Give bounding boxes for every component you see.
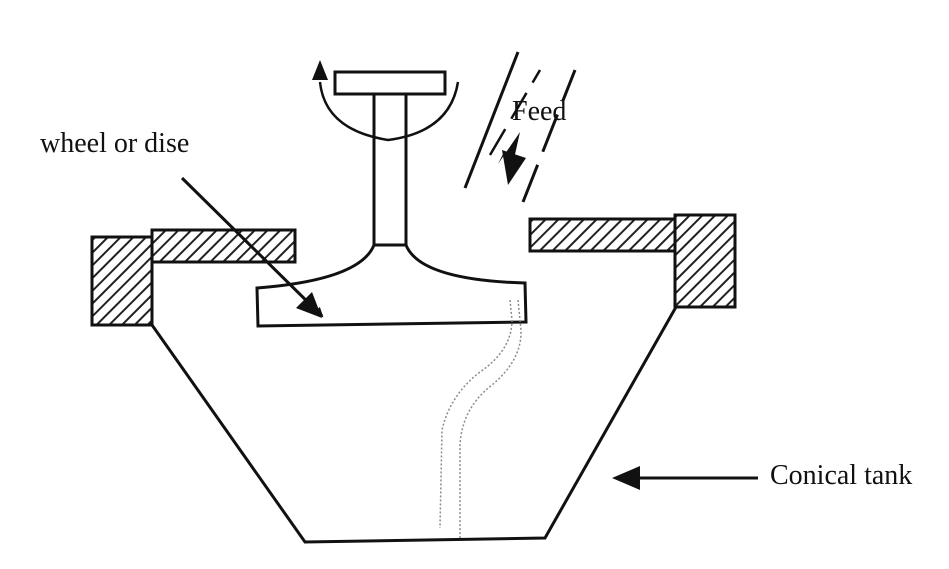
rotation-arrow — [312, 60, 460, 142]
feed-stream — [463, 51, 577, 203]
shaft — [372, 92, 408, 247]
tank-label: Conical tank — [770, 460, 912, 491]
feed-arrow — [498, 132, 520, 168]
feed-arrow-head — [502, 150, 526, 185]
tank-pointer-head — [612, 466, 640, 490]
wheel-disc — [255, 243, 528, 328]
feed-label: Feed — [512, 96, 566, 127]
right-tank-rim — [528, 213, 737, 309]
shaft-top-plate — [333, 70, 447, 96]
wheel-pointer-head — [296, 292, 322, 318]
wheel-label: wheel or dise — [40, 128, 189, 159]
conical-tank-body — [150, 306, 678, 544]
liquid-stream — [439, 299, 522, 538]
left-tank-rim — [90, 228, 297, 327]
wheel-pointer-arrow — [180, 176, 324, 318]
